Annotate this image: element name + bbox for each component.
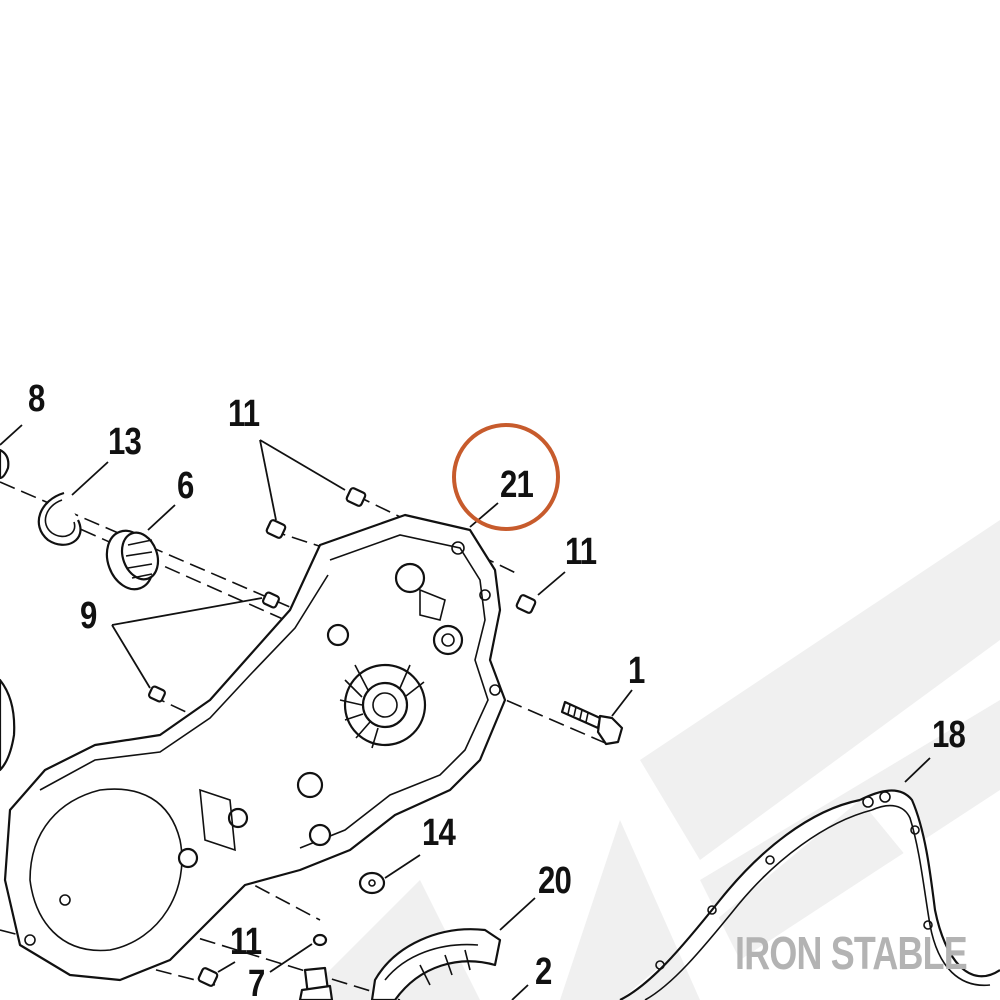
part-7-drain-plug <box>298 933 334 1000</box>
callout-8: 8 <box>28 378 45 420</box>
dowel-pins <box>148 487 537 987</box>
part-6-bearing <box>105 529 160 591</box>
callout-2: 2 <box>535 951 552 993</box>
callout-11-top: 11 <box>228 393 260 435</box>
part-14-washer <box>358 871 386 895</box>
part-18-gasket <box>619 789 1000 1000</box>
part-13-retaining-ring <box>37 491 82 546</box>
highlight-circle <box>452 423 560 531</box>
callout-1: 1 <box>628 650 645 692</box>
primary-cover-housing <box>3 513 507 982</box>
callout-9: 9 <box>80 595 97 637</box>
part-1-bolt <box>560 700 624 746</box>
callout-18: 18 <box>932 714 966 756</box>
callout-7: 7 <box>248 963 265 1000</box>
callout-6: 6 <box>177 465 194 507</box>
part-8-seal-partial <box>0 448 16 772</box>
callout-11-bottom: 11 <box>230 921 262 963</box>
callout-14: 14 <box>422 812 456 854</box>
watermark-text: IRON STABLE <box>735 927 968 979</box>
callout-20: 20 <box>538 860 572 902</box>
callout-13: 13 <box>108 421 142 463</box>
callout-leaders <box>0 424 931 1000</box>
part-20-chain-adjuster <box>370 928 502 1000</box>
callout-11-right: 11 <box>565 531 597 573</box>
